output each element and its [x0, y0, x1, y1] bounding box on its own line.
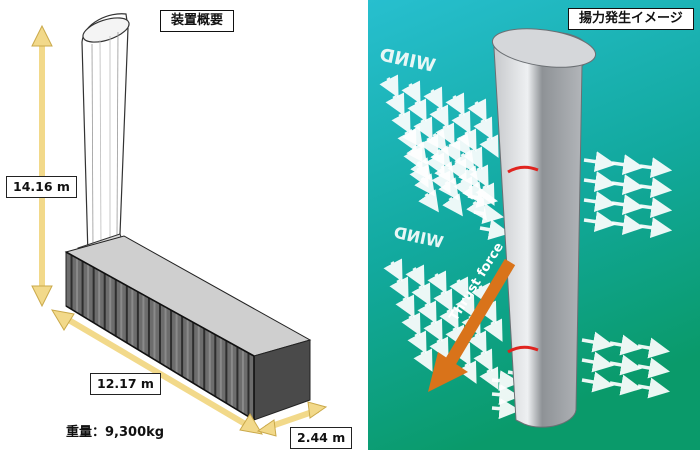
wind-arrow	[433, 288, 453, 312]
wind-arrow	[581, 351, 615, 373]
wind-arrow	[639, 197, 673, 218]
wind-arrow	[491, 370, 521, 392]
device-overview-panel: 装置概要 14.16 m 12.17 m 2.44 m 重量：9,300kg	[6, 10, 353, 449]
wind-arrow	[457, 360, 477, 384]
wind-arrow	[413, 348, 433, 372]
wind-arrow	[406, 141, 427, 165]
wind-arrow	[581, 371, 615, 393]
wind-arrow	[639, 217, 673, 238]
wind-arrow	[483, 318, 503, 342]
sail-3d	[491, 28, 597, 428]
overview-title: 装置概要	[160, 10, 235, 32]
wind-arrow	[637, 337, 671, 359]
wind-arrow	[450, 133, 471, 157]
wind-arrow	[454, 149, 475, 173]
wind-arrow	[583, 211, 617, 232]
width-dimension-arrow	[256, 401, 328, 437]
wind-arrow	[442, 193, 463, 217]
wind-arrow	[389, 276, 409, 300]
wind-arrow	[438, 177, 459, 201]
length-dimension-arrow	[51, 309, 263, 435]
wind-arrow	[479, 134, 499, 158]
wind-arrow	[637, 357, 671, 379]
wind-arrow	[609, 354, 643, 376]
lift-illustration: Thrust force WIND WIND	[368, 0, 700, 450]
wind-arrow	[414, 173, 435, 197]
weight-label: 重量：9,300kg	[66, 425, 165, 440]
wind-arrow	[491, 398, 521, 420]
length-label: 12.17 m	[90, 373, 161, 395]
wind-arrow	[637, 377, 671, 399]
wind-arrow	[611, 154, 645, 175]
wind-arrow	[473, 348, 493, 372]
wind-arrow	[581, 331, 615, 353]
wind-arrow	[401, 80, 421, 104]
wind-arrow	[423, 86, 443, 110]
wind-arrow	[407, 98, 427, 122]
wind-arrow	[467, 98, 487, 122]
wind-arrow	[411, 282, 431, 306]
wind-arrow	[455, 294, 475, 318]
wind-arrow	[469, 164, 489, 188]
wind-arrow	[583, 171, 617, 192]
wind-arrow	[407, 330, 427, 354]
lift-title: 揚力発生イメージ	[568, 8, 694, 30]
wind-arrow	[430, 145, 451, 169]
wind-arrow	[639, 157, 673, 178]
wind-arrow	[583, 191, 617, 212]
wind-arrow	[429, 104, 449, 128]
wind-arrow	[473, 203, 505, 224]
wind-arrow	[451, 110, 471, 134]
wind-arrow	[467, 330, 487, 354]
wind-arrow	[467, 187, 499, 208]
wind-arrow	[383, 258, 403, 282]
wind-arrow	[609, 374, 643, 396]
width-label: 2.44 m	[290, 427, 353, 449]
wind-arrow	[413, 116, 433, 140]
wind-arrow	[611, 174, 645, 195]
shipping-container	[64, 235, 312, 421]
wind-arrow	[410, 157, 431, 181]
wind-arrow	[426, 129, 447, 153]
wind-arrow	[391, 110, 411, 134]
device-overview-illustration	[31, 13, 328, 437]
wind-arrow	[583, 151, 617, 172]
wind-arrow	[429, 336, 449, 360]
wind-arrow	[401, 312, 421, 336]
height-dimension-arrow	[31, 24, 53, 308]
wind-arrow	[609, 334, 643, 356]
wind-arrow	[491, 384, 521, 406]
wind-arrow	[479, 219, 511, 240]
wind-arrow	[445, 92, 465, 116]
wind-arrow	[434, 161, 455, 185]
wind-arrow	[473, 116, 493, 140]
wind-arrow	[423, 318, 443, 342]
wind-arrow	[458, 165, 479, 189]
wind-arrow	[418, 189, 439, 213]
wind-arrow	[427, 270, 447, 294]
wind-arrow	[405, 264, 425, 288]
wind-arrow	[379, 74, 399, 98]
wind-arrow	[611, 214, 645, 235]
height-label: 14.16 m	[6, 176, 77, 198]
wind-arrow	[449, 276, 469, 300]
wind-arrow	[402, 125, 423, 149]
wind-arrow	[417, 300, 437, 324]
wind-arrow	[639, 177, 673, 198]
wind-arrow	[385, 92, 405, 116]
wind-arrow	[439, 306, 459, 330]
wind-arrow	[395, 294, 415, 318]
lift-image-panel: Thrust force WIND WIND 揚力発生イメージ	[368, 0, 700, 450]
container-ribs	[70, 255, 250, 417]
wind-arrow	[611, 194, 645, 215]
